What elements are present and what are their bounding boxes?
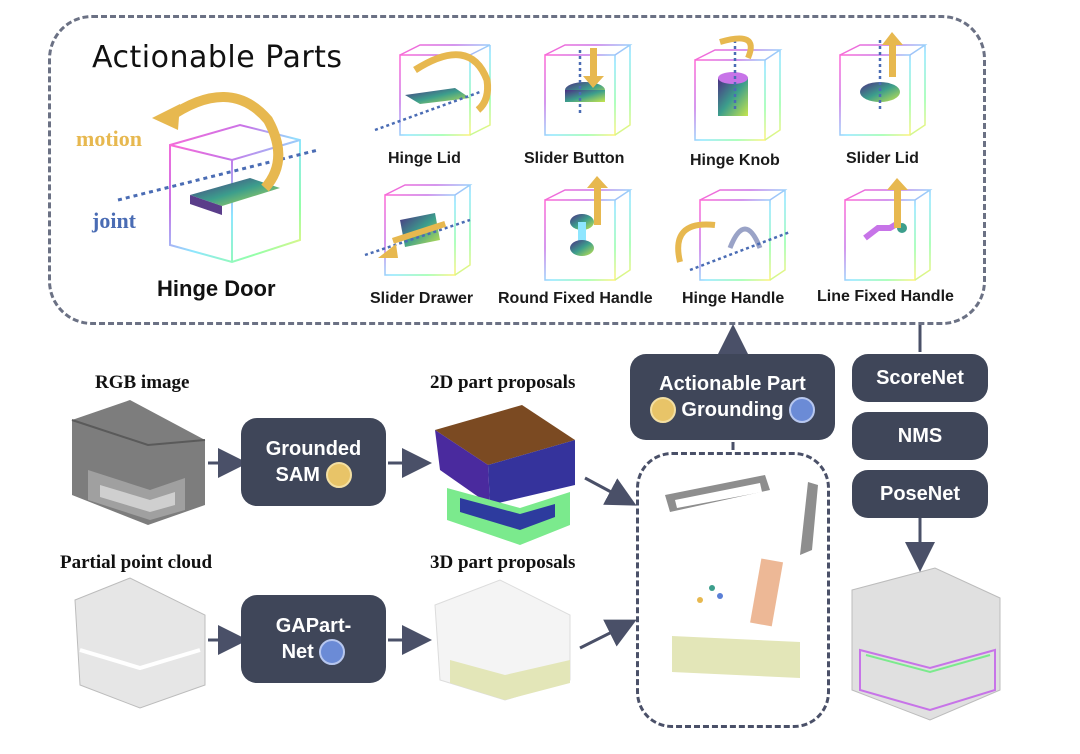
part-label: Slider Drawer <box>370 290 474 307</box>
rgb-image-label: RGB image <box>95 372 190 393</box>
scorenet-label: ScoreNet <box>876 367 964 389</box>
part-label: Hinge Lid <box>388 150 461 167</box>
gapartnet-line1: GAPart- <box>275 614 352 637</box>
final-output-image <box>851 567 1001 721</box>
gapartnet-box: GAPart- Net <box>241 595 386 683</box>
rgb-microwave-image <box>71 400 206 525</box>
part-label: Line Fixed Handle <box>817 288 954 305</box>
grounding-line2: Grounding <box>681 398 784 421</box>
point-cloud-label: Partial point cloud <box>60 552 213 573</box>
gapartnet-line2: Net <box>281 640 314 663</box>
part-label: Slider Button <box>524 150 625 167</box>
grounding-box: Actionable Part Grounding <box>630 354 835 440</box>
brain-icon <box>789 397 816 424</box>
part-label: Hinge Knob <box>690 152 780 169</box>
slider-button-illustration <box>544 44 633 136</box>
joint-label: joint <box>92 208 136 233</box>
grounding-line1: Actionable Part <box>659 372 806 395</box>
posenet-label: PoseNet <box>879 483 961 505</box>
motion-label: motion <box>76 126 142 151</box>
hinge-handle-illustration <box>675 189 791 281</box>
nms-box: NMS <box>852 412 988 460</box>
part-label: Hinge Handle <box>682 290 785 307</box>
grounded-sam-line2: SAM <box>275 463 320 486</box>
grounded-parts-box <box>636 452 830 728</box>
brain-icon <box>325 462 352 489</box>
partial-point-cloud-image <box>74 577 206 709</box>
2d-part-proposals-image <box>435 405 575 545</box>
part-label: Slider Lid <box>846 150 919 167</box>
grounded-sam-line1: Grounded <box>265 437 362 460</box>
line-fixed-handle-illustration <box>844 178 933 281</box>
3d-proposals-label: 3D part proposals <box>430 552 576 573</box>
hinge-knob-illustration <box>694 35 783 141</box>
round-fixed-handle-illustration <box>544 176 633 281</box>
slider-drawer-illustration <box>364 184 473 276</box>
hinge-door-label: Hinge Door <box>157 276 276 301</box>
panel-title: Actionable Parts <box>92 40 343 75</box>
part-label: Round Fixed Handle <box>498 290 653 307</box>
grounded-parts-image <box>665 475 818 678</box>
posenet-box: PoseNet <box>852 470 988 518</box>
3d-part-proposals-image <box>434 579 571 701</box>
slider-lid-illustration <box>839 32 928 136</box>
arrow-2d-to-box <box>584 476 637 506</box>
brain-icon <box>319 639 346 666</box>
2d-proposals-label: 2D part proposals <box>430 372 576 393</box>
nms-label: NMS <box>897 425 943 447</box>
brain-icon <box>649 397 676 424</box>
hinge-door-illustration <box>117 92 319 264</box>
actionable-parts-panel <box>48 15 986 325</box>
hinge-lid-illustration <box>374 44 492 136</box>
scorenet-box: ScoreNet <box>852 354 988 402</box>
arrow-3d-to-box <box>579 619 637 650</box>
grounded-sam-box: Grounded SAM <box>241 418 386 506</box>
